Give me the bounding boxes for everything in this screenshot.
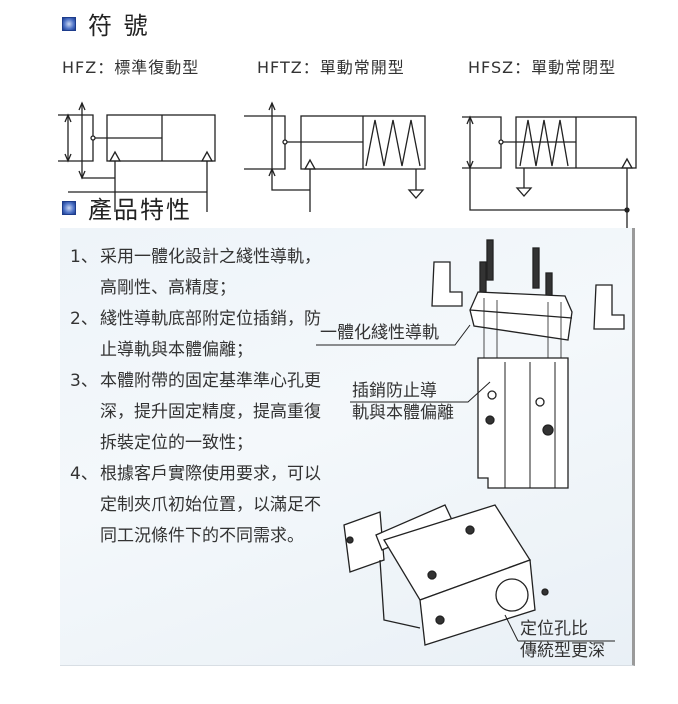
symbol-label-hfsz: HFSZ：單動常閉型 <box>468 58 617 77</box>
features-heading: 產品特性 <box>62 190 192 225</box>
callout-hole-line2: 傳統型更深 <box>520 641 605 661</box>
symbol-hftz <box>244 101 426 212</box>
symbol-label-hftz: HFTZ：單動常開型 <box>257 58 405 77</box>
assembled-gripper-view <box>343 504 549 646</box>
callout-integrated-rail: 一體化綫性導軌 <box>320 323 439 343</box>
feature-item: 3、本體附帶的固定基準準心孔更深，提升固定精度，提高重復拆裝定位的一致性； <box>70 371 321 453</box>
symbol-label-hfz: HFZ：標準復動型 <box>62 58 200 77</box>
symbol-hfsz <box>462 115 637 230</box>
callout-leaders <box>316 324 615 642</box>
exploded-gripper-view <box>431 239 625 489</box>
section-square-icon <box>62 16 76 31</box>
pneumatic-symbols <box>58 101 637 230</box>
callout-hole-line1: 定位孔比 <box>520 619 588 639</box>
callout-pin-line1: 插銷防止導 <box>352 381 437 401</box>
feature-item: 1、采用一體化設計之綫性導軌，高剛性、高精度； <box>70 247 321 298</box>
feature-list: 1、采用一體化設計之綫性導軌，高剛性、高精度； 2、綫性導軌底部附定位插銷，防止… <box>70 242 335 552</box>
feature-item: 2、綫性導軌底部附定位插銷，防止導軌與本體偏離； <box>70 309 321 360</box>
symbol-hfz <box>58 101 216 212</box>
feature-item: 4、根據客戶實際使用要求，可以定制夾爪初始位置，以滿足不同工況條件下的不同需求。 <box>70 464 321 546</box>
section-square-icon <box>62 200 76 215</box>
callout-pin-line2: 軌與本體偏離 <box>352 403 454 423</box>
symbols-heading: 符 號 <box>62 6 150 41</box>
